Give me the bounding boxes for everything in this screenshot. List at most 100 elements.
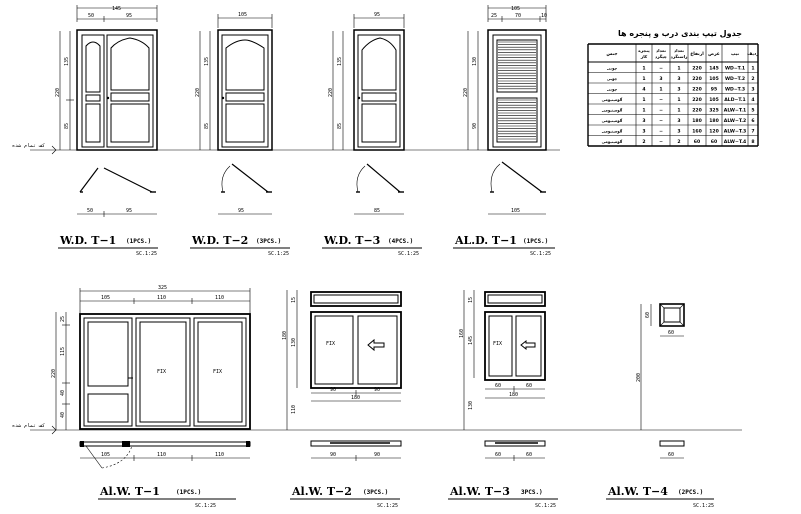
table-header: جنس xyxy=(606,52,617,57)
dim-top: 135 xyxy=(204,57,210,66)
table-header: ردیف xyxy=(747,52,759,57)
dim-height: 220 xyxy=(55,88,61,97)
table-cell: 4 xyxy=(642,86,645,92)
dim-overall: 180 xyxy=(351,395,360,401)
dim-top: 135 xyxy=(64,57,70,66)
table-cell: 1 xyxy=(751,65,754,71)
door-wd2: 105 220 135 85 95 W.D. T−2 (3PCS.) SC.1:… xyxy=(190,12,290,257)
table-cell: 105 xyxy=(709,76,719,82)
door-title: AL.D. T−1 xyxy=(454,234,517,247)
table-cell: 325 xyxy=(709,107,719,113)
table-cell: − xyxy=(659,129,663,134)
window-title: Al.W. T−4 xyxy=(607,485,668,498)
dim-hseg-a: 15 xyxy=(291,297,297,303)
window-scale: SC.1:25 xyxy=(535,503,556,509)
table-cell: 105 xyxy=(709,97,719,103)
dim-seg-a: 60 xyxy=(495,383,501,389)
dim-right-leaf: 95 xyxy=(126,13,132,19)
door-qty: (4PCS.) xyxy=(388,238,413,245)
window-qty: (2PCS.) xyxy=(678,489,703,496)
door-scale: SC.1:25 xyxy=(398,251,419,257)
table-cell: 1 xyxy=(642,65,645,71)
table-cell: 2 xyxy=(751,76,754,82)
table-cell: آلومینیومی xyxy=(602,128,623,133)
window-qty: 3PCS.) xyxy=(521,489,543,496)
table-cell: 2 xyxy=(642,139,645,145)
plan-dim-b: 110 xyxy=(157,452,166,458)
table-cell: 3 xyxy=(677,86,680,92)
table-cell: 3 xyxy=(677,76,680,82)
table-cell: آلومینیومی xyxy=(602,97,623,102)
table-cell: چوبی xyxy=(607,65,618,70)
door-wd3: 95 220 135 85 85 W.D. T−3 (4PCS.) SC.1:2… xyxy=(322,12,422,257)
plan-dim-a: 105 xyxy=(101,452,110,458)
window-alw3: 160 15 145 130 FIX 60 60 180 60 60 Al.W.… xyxy=(448,290,558,509)
dim-hseg-b: 115 xyxy=(60,347,66,356)
schedule-title: جدول تیپ بندی درب و پنجره ها xyxy=(618,29,742,38)
table-cell: 1 xyxy=(642,97,645,103)
schedule-table: جدول تیپ بندی درب و پنجره ها ردیفتیپعرضا… xyxy=(587,29,759,147)
floor-level-upper: کف تمام شده xyxy=(12,143,560,155)
table-cell: − xyxy=(659,140,663,145)
table-cell: ALW−T.3 xyxy=(724,128,746,134)
table-header: تیپ xyxy=(731,52,739,57)
window-qty: (1PCS.) xyxy=(176,489,201,496)
door-scale: SC.1:25 xyxy=(268,251,289,257)
window-qty: (3PCS.) xyxy=(363,489,388,496)
table-header: کار xyxy=(640,54,648,59)
table-cell: 160 xyxy=(692,128,702,134)
door-qty: (1PCS.) xyxy=(126,238,151,245)
table-cell: چوبی xyxy=(607,86,618,91)
fix-label: FIX xyxy=(157,369,166,375)
table-cell: 1 xyxy=(677,97,680,103)
dim-seg-a: 90 xyxy=(330,387,336,393)
table-cell: 3 xyxy=(751,86,754,92)
plan-dim: 60 xyxy=(668,452,674,458)
dim-sill: 110 xyxy=(291,405,297,414)
door-ald1: 105 25 70 10 220 130 90 105 AL.D. T−1 (1… xyxy=(453,5,555,257)
table-header: ارتفاع xyxy=(690,52,704,57)
window-scale: SC.1:25 xyxy=(195,503,216,509)
window-scale: SC.1:25 xyxy=(693,503,714,509)
dim-top: 130 xyxy=(472,57,478,66)
plan-dim-c: 110 xyxy=(215,452,224,458)
door-scale: SC.1:25 xyxy=(136,251,157,257)
dim-sill: 130 xyxy=(468,401,474,410)
dim-hseg-c: 40 xyxy=(60,390,66,396)
plan-dim: 95 xyxy=(238,208,244,214)
table-cell: 3 xyxy=(677,128,680,134)
window-scale: SC.1:25 xyxy=(377,503,398,509)
table-cell: 3 xyxy=(642,118,645,124)
table-cell: 220 xyxy=(692,76,702,82)
table-cell: − xyxy=(659,108,663,113)
table-cell: ALW−T.1 xyxy=(724,107,746,113)
door-wd1: 145 50 95 220 135 85 50 95 W.D. T−1 (1PC… xyxy=(55,5,158,257)
dim-height: 160 xyxy=(459,329,465,338)
door-title: W.D. T−1 xyxy=(59,234,116,247)
table-cell: ALW−T.4 xyxy=(724,139,746,145)
dim-height: 220 xyxy=(463,88,469,97)
table-cell: 5 xyxy=(751,107,754,113)
plan-dim-a: 50 xyxy=(87,208,93,214)
dim-hseg-d: 40 xyxy=(60,412,66,418)
dim-seg-a: 105 xyxy=(101,295,110,301)
table-cell: 6 xyxy=(751,118,754,124)
dim-left-leaf: 50 xyxy=(88,13,94,19)
plan-dim-b: 95 xyxy=(126,208,132,214)
table-cell: 1 xyxy=(677,65,680,71)
window-title: Al.W. T−3 xyxy=(449,485,510,498)
table-cell: 220 xyxy=(692,107,702,113)
table-cell: 8 xyxy=(751,139,754,145)
dim-hseg-b: 145 xyxy=(468,336,474,345)
dim-overall: 180 xyxy=(509,392,518,398)
table-cell: 1 xyxy=(659,86,662,92)
dim-bottom: 85 xyxy=(64,123,70,129)
door-scale: SC.1:25 xyxy=(530,251,551,257)
dim-bottom: 85 xyxy=(337,123,343,129)
dim-overall: 325 xyxy=(158,285,167,291)
table-cell: چوبی xyxy=(607,76,618,81)
table-cell: 145 xyxy=(709,65,719,71)
table-header: تعداد xyxy=(656,48,666,53)
table-cell: آلومینیومی xyxy=(602,118,623,123)
dim-overall: 105 xyxy=(238,12,247,18)
